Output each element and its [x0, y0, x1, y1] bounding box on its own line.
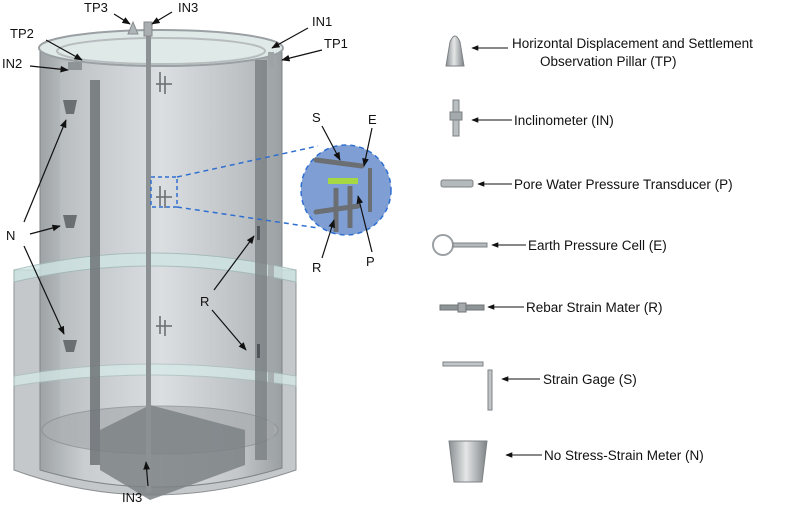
cutaway-wedge: [100, 405, 245, 500]
label-inset-r: R: [312, 260, 321, 275]
shaft-structure: [13, 20, 297, 500]
label-r: R: [200, 294, 209, 309]
label-inset-s: S: [312, 110, 321, 125]
in3-top: [143, 21, 153, 37]
no-stress-meter-2: [63, 215, 77, 228]
legend-label-inclinometer: Inclinometer (IN): [514, 113, 614, 128]
top-rim-inner: [56, 37, 266, 65]
label-in2: IN2: [2, 56, 22, 71]
no-stress-meter-3: [63, 340, 77, 352]
top-rim: [38, 29, 284, 67]
no-stress-icon: [448, 440, 488, 483]
wall-sensor-group-2: [156, 186, 172, 208]
label-tp3: TP3: [84, 0, 108, 15]
legend-item-strain-gage: Strain Gage (S): [442, 361, 637, 411]
legend-label-pillar-1: Horizontal Displacement and Settlement: [512, 36, 753, 51]
left-column: [90, 80, 100, 465]
legend-label-pillar-2: Observation Pillar (TP): [540, 54, 677, 69]
legend-item-pillar: Horizontal Displacement and Settlement O…: [445, 35, 753, 69]
inclinometer-icon: [449, 99, 463, 137]
inset-pressure-transducer: [328, 178, 358, 184]
label-in3-bottom: IN3: [122, 490, 142, 505]
legend-item-no-stress: No Stress-Strain Meter (N): [448, 440, 704, 483]
label-in3-top: IN3: [178, 0, 198, 15]
rebar-strain-icon: [439, 302, 485, 313]
label-inset-e: E: [368, 112, 377, 127]
upper-glass-band: [13, 252, 297, 283]
lower-glass-band: [13, 363, 297, 387]
pore-pressure-icon: [440, 179, 474, 188]
label-inset-p: P: [366, 254, 375, 269]
in1-top: [268, 52, 274, 68]
label-tp2: TP2: [10, 26, 34, 41]
legend: Horizontal Displacement and Settlement O…: [432, 35, 753, 483]
label-n: N: [6, 228, 15, 243]
zoom-inset: [150, 144, 392, 236]
zoom-line-bottom: [176, 206, 319, 229]
callout-arrows: [23, 11, 373, 487]
legend-item-rebar-strain: Rebar Strain Mater (R): [439, 300, 663, 315]
strain-gage-icon: [442, 361, 493, 411]
rebar-meter-1: [257, 226, 260, 240]
legend-item-inclinometer: Inclinometer (IN): [449, 99, 614, 137]
zoom-line-top: [176, 145, 319, 178]
legend-label-strain-gage: Strain Gage (S): [543, 372, 637, 387]
callout-labels: TP3 IN3 IN1 TP2 TP1 IN2 N R IN3 S E R P: [2, 0, 377, 505]
in2-top: [68, 62, 82, 70]
legend-item-pore-pressure: Pore Water Pressure Transducer (P): [440, 177, 733, 192]
legend-item-earth-pressure: Earth Pressure Cell (E): [432, 234, 667, 256]
right-column: [255, 60, 267, 460]
rebar-meter-2: [257, 344, 260, 358]
label-tp1: TP1: [324, 36, 348, 51]
inset-strain-gage: [313, 157, 365, 169]
no-stress-meter-1: [63, 100, 77, 114]
right-column-outer: [268, 60, 274, 460]
wall-sensor-group-3: [156, 316, 172, 336]
legend-label-pore-pressure: Pore Water Pressure Transducer (P): [514, 177, 733, 192]
legend-label-rebar-strain: Rebar Strain Mater (R): [526, 300, 663, 315]
earth-pressure-icon: [432, 234, 488, 256]
legend-label-earth-pressure: Earth Pressure Cell (E): [528, 238, 667, 253]
wall-sensor-group-1: [156, 72, 172, 94]
label-in1: IN1: [312, 14, 332, 29]
legend-label-no-stress: No Stress-Strain Meter (N): [544, 448, 704, 463]
center-rod: [146, 22, 151, 492]
tp3-pillar: [127, 20, 139, 35]
pillar-icon: [445, 35, 465, 67]
